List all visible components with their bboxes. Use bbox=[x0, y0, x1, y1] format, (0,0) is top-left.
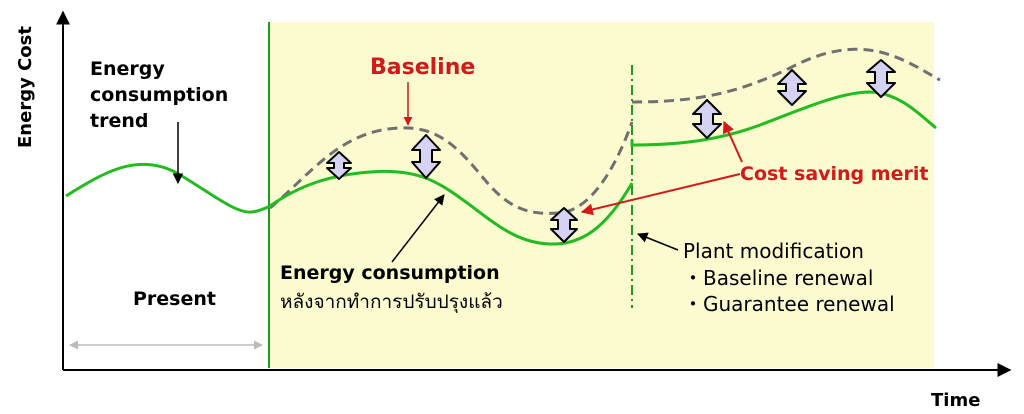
baseline-label: Baseline bbox=[370, 55, 475, 80]
trend-label: consumption bbox=[90, 84, 228, 106]
energy-consumption-label: Energy consumption bbox=[280, 262, 500, 284]
baseline-curve bbox=[269, 121, 634, 215]
baseline-curve-renewed bbox=[631, 47, 941, 104]
highlight-region bbox=[270, 22, 934, 368]
cost-saving-pointer-arrow bbox=[580, 173, 741, 216]
saving-arrow-icon bbox=[866, 59, 896, 98]
present-label: Present bbox=[133, 288, 216, 310]
saving-arrow-icon bbox=[777, 69, 807, 106]
saving-arrow-icon bbox=[550, 207, 578, 243]
plant-modification-label: Plant modification bbox=[683, 239, 864, 263]
saving-arrow-icon bbox=[692, 99, 722, 139]
saving-arrow-icon bbox=[326, 151, 352, 180]
x-axis-label: Time bbox=[931, 390, 980, 411]
baseline-renewal-label: ・Baseline renewal bbox=[683, 266, 873, 290]
after-improvement-label: หลังจากทำการปรับปรุงแล้ว bbox=[280, 291, 503, 314]
trend-label: Energy bbox=[90, 58, 165, 80]
guarantee-renewal-label: ・Guarantee renewal bbox=[683, 292, 895, 316]
saving-arrow-icon bbox=[411, 134, 441, 179]
consumption-curve-after bbox=[269, 169, 634, 246]
consumption-pointer-arrow bbox=[391, 194, 445, 263]
consumption-curve-present bbox=[65, 162, 271, 214]
cost-saving-pointer-arrow bbox=[722, 120, 743, 163]
consumption-curve-renewed bbox=[630, 90, 937, 147]
cost-saving-label: Cost saving merit bbox=[740, 163, 928, 185]
trend-label: trend bbox=[90, 110, 148, 132]
y-axis-label: Energy Cost bbox=[15, 26, 36, 148]
plant-pointer-arrow bbox=[637, 232, 679, 251]
